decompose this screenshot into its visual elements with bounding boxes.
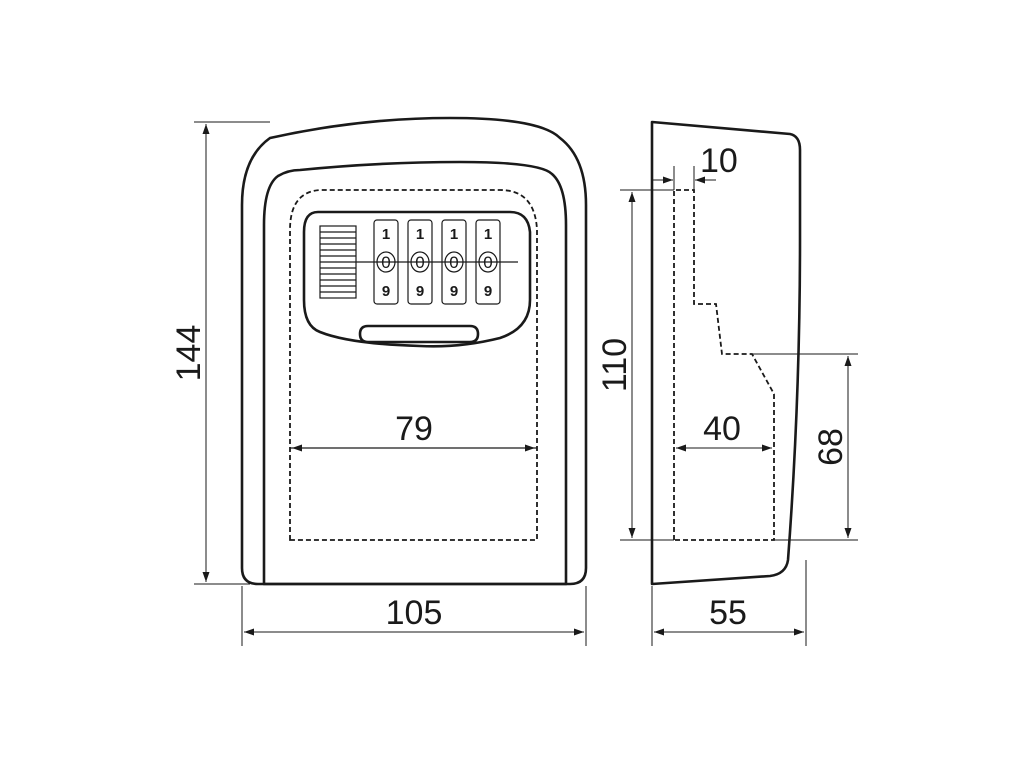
front-inner-compartment: [289, 189, 538, 541]
dim-label-79: 79: [395, 410, 433, 448]
side-outer-outline: [650, 120, 802, 586]
dim-label-40: 40: [703, 410, 741, 448]
combination-panel: [302, 210, 532, 348]
dial-1-top: 1: [382, 226, 390, 243]
push-button-grip: [319, 225, 357, 299]
dial-4-bottom: 9: [484, 283, 492, 300]
dial-1-middle: 0: [381, 253, 390, 272]
dial-2-bottom: 9: [416, 283, 424, 300]
dim-label-144: 144: [170, 325, 208, 382]
release-lever: [358, 324, 480, 344]
dial-1: 1 0 9: [373, 219, 399, 305]
side-view: [650, 120, 802, 586]
dial-2-middle: 0: [415, 253, 424, 272]
side-inner-compartment: [673, 189, 775, 541]
dial-2: 1 0 9: [407, 219, 433, 305]
dial-4-middle: 0: [483, 253, 492, 272]
dial-3-middle: 0: [449, 253, 458, 272]
dim-label-110: 110: [596, 338, 634, 392]
dial-3-top: 1: [450, 226, 458, 243]
dial-2-top: 1: [416, 226, 424, 243]
dial-3-bottom: 9: [450, 283, 458, 300]
dial-3: 1 0 9: [441, 219, 467, 305]
front-view: 1 0 9 1 0 9 1 0 9 1 0 9: [240, 116, 588, 586]
dim-label-68: 68: [812, 428, 850, 466]
dial-4: 1 0 9: [475, 219, 501, 305]
front-outer-outline: [240, 116, 588, 586]
front-inner-door: [262, 160, 568, 586]
dim-label-105: 105: [386, 594, 443, 632]
dial-1-bottom: 9: [382, 283, 390, 300]
dimension-lines: [194, 121, 858, 646]
dial-4-top: 1: [484, 226, 492, 243]
dim-label-10: 10: [700, 142, 738, 180]
dim-label-55: 55: [709, 594, 747, 632]
